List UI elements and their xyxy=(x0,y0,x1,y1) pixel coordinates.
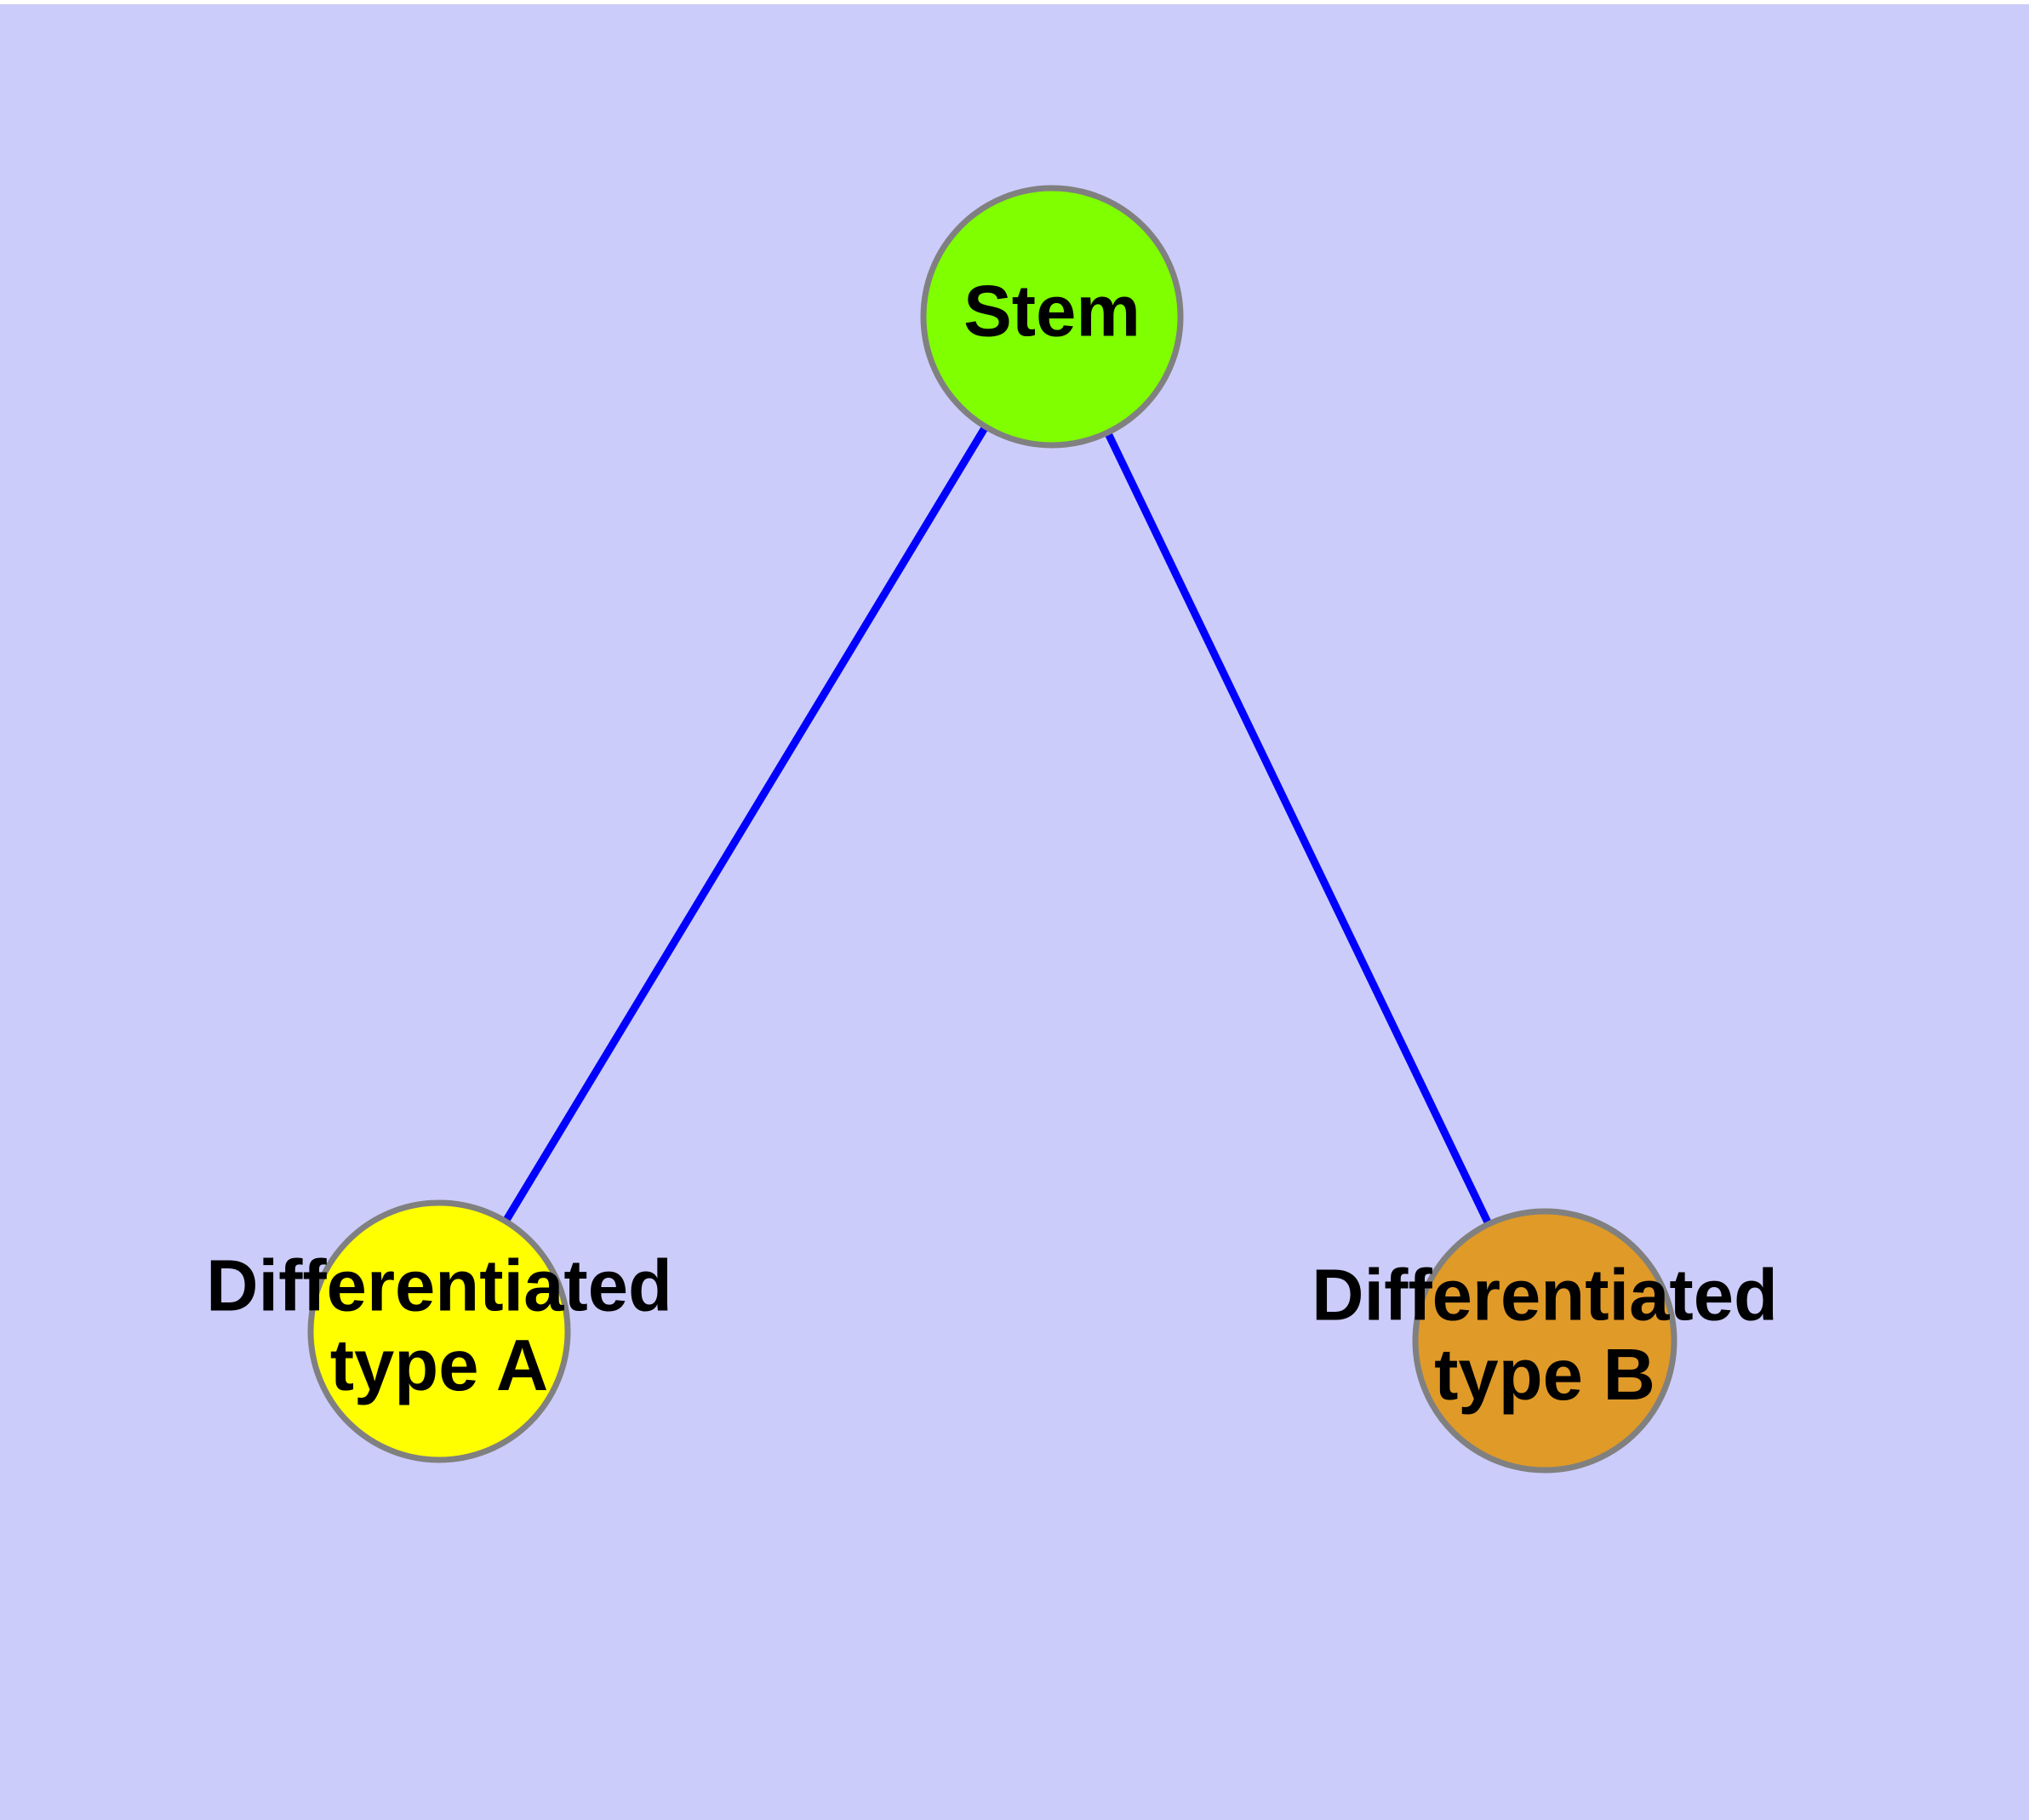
graph-edge-stem-diff_b[interactable] xyxy=(1048,315,1549,1342)
edges-layer xyxy=(436,314,1549,1342)
node-circle-stem[interactable] xyxy=(920,185,1184,449)
graph-node-stem[interactable]: Stem xyxy=(920,185,1184,449)
node-label-diff_a-line-2: type A xyxy=(330,1325,549,1406)
node-label-diff_b-line-2: type B xyxy=(1434,1335,1655,1416)
node-label-diff_b-line-1: Differentiated xyxy=(1312,1256,1778,1336)
node-circle-diff_b[interactable] xyxy=(1412,1208,1677,1474)
node-label-diff_a-line-1: Differentiated xyxy=(206,1246,672,1327)
graph-edge-stem-diff_a[interactable] xyxy=(436,314,1055,1334)
node-label-stem-line-1: Stem xyxy=(963,271,1140,352)
node-circle-diff_a[interactable] xyxy=(307,1199,571,1463)
